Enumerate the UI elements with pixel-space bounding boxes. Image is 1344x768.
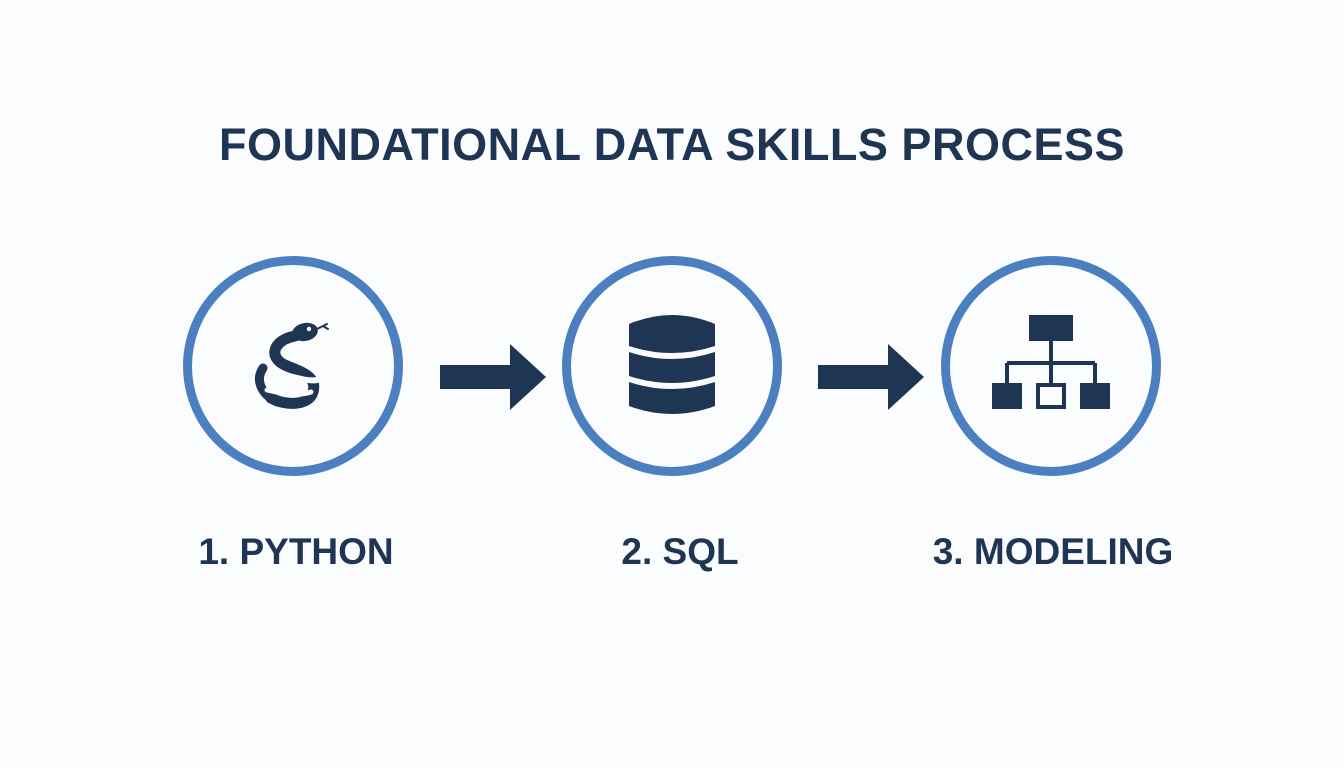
arrow-right-icon [818,344,924,410]
step-1-label: 1. PYTHON [198,531,394,572]
step-2-label: 2. SQL [621,531,739,572]
diagram-title: FOUNDATIONAL DATA SKILLS PROCESS [218,119,1125,170]
hierarchy-icon [992,315,1110,409]
step-1-ring [183,256,403,476]
arrow-right-icon [440,344,546,410]
step-2-ring [562,256,782,476]
step-3-ring [941,256,1161,476]
snake-icon [255,322,329,409]
database-icon [629,315,715,414]
step-3-label: 3. MODELING [932,531,1174,572]
